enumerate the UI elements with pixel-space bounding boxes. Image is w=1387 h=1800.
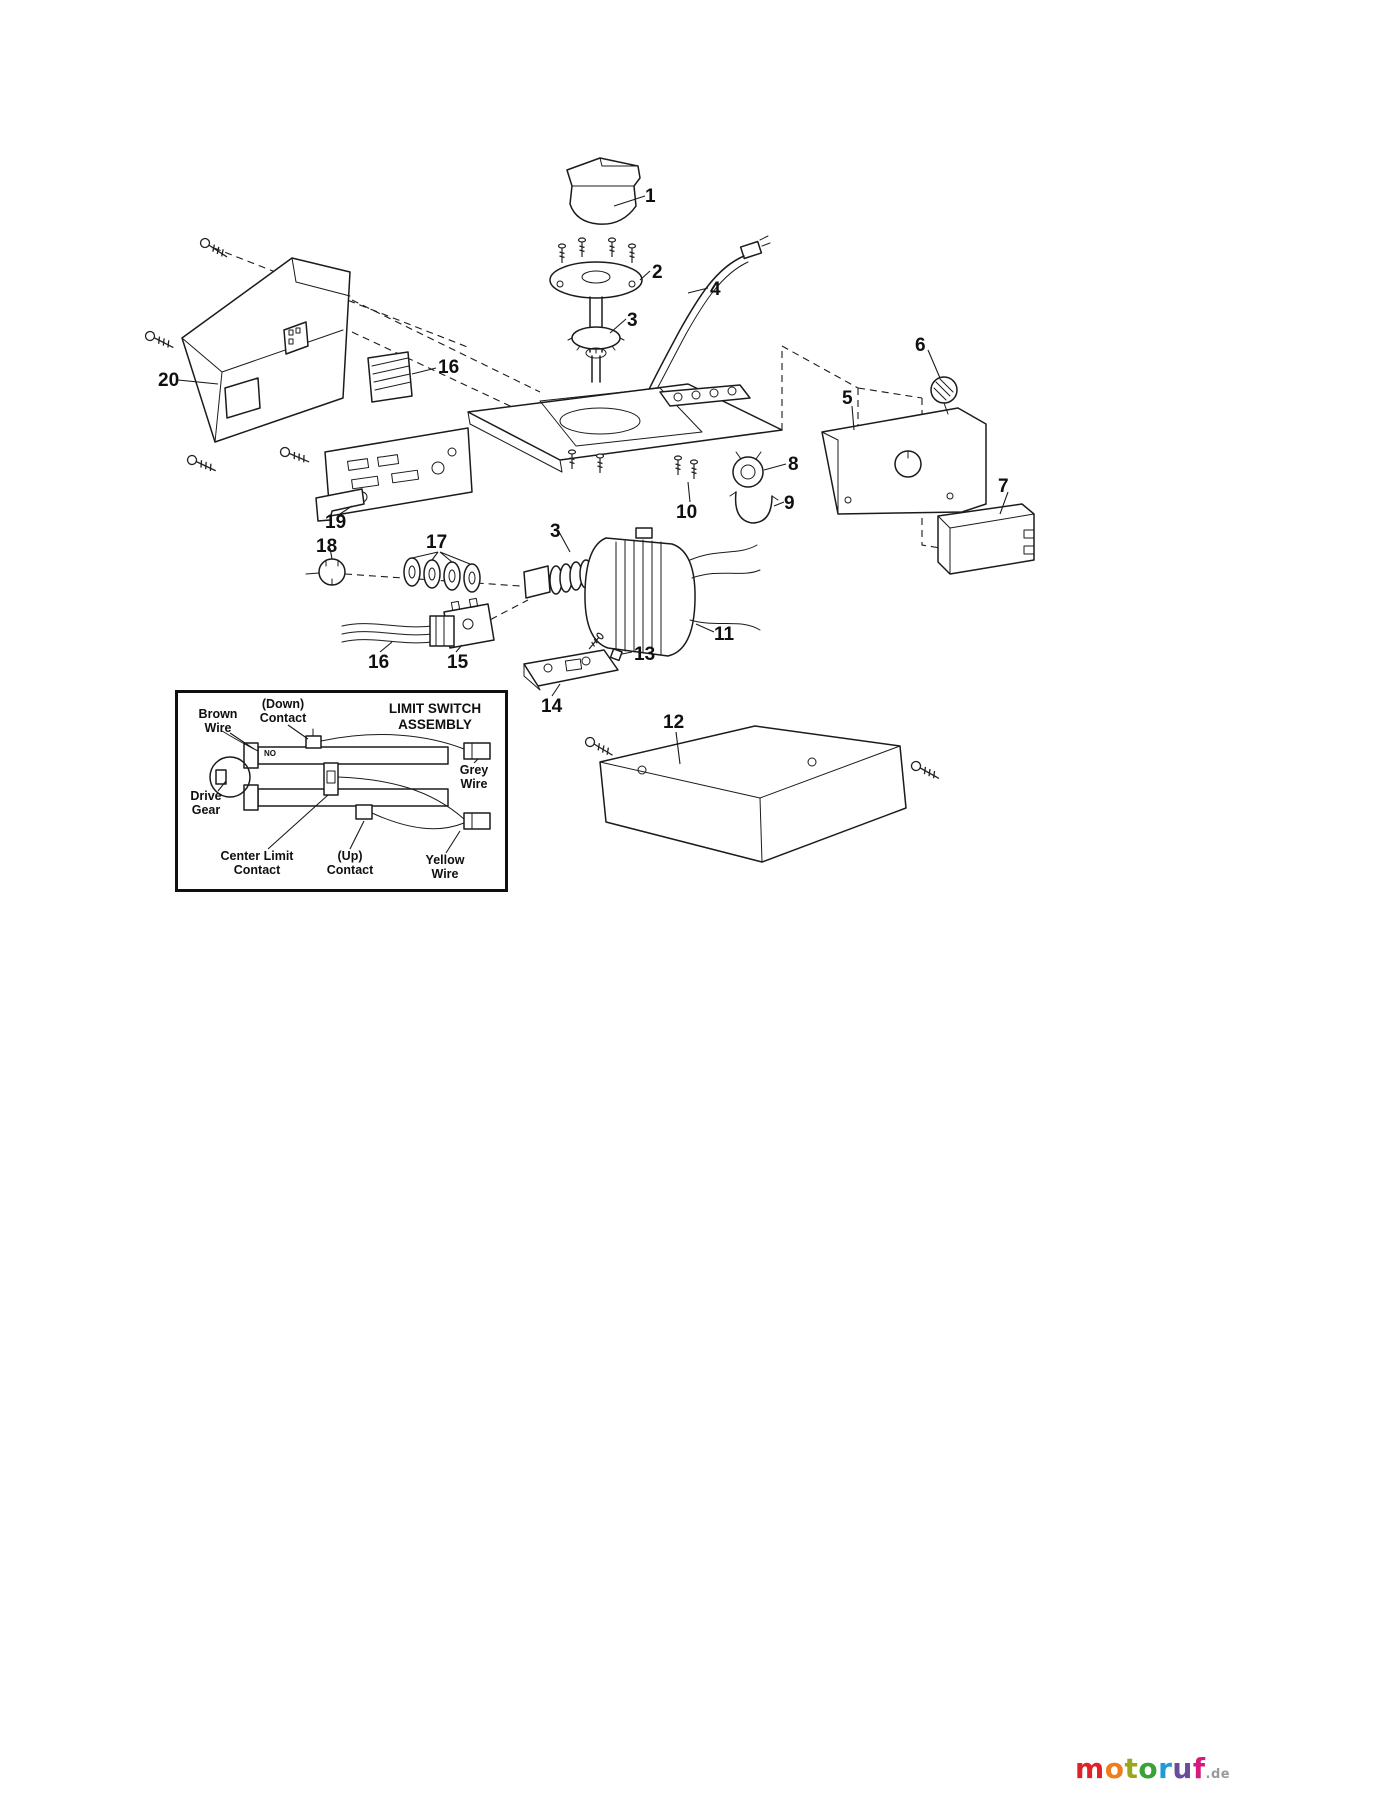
part-8-capacitor — [732, 451, 787, 488]
part-12-lens-cover — [583, 725, 943, 863]
part-3-drive-gear — [567, 318, 627, 383]
callout-8: 8 — [788, 454, 799, 475]
logo-tld: .de — [1205, 1767, 1231, 1782]
inset-label-down-contact: (Down) Contact — [259, 697, 307, 726]
callout-15: 15 — [447, 652, 469, 673]
part-14-bracket — [523, 649, 619, 697]
part-6-knob — [927, 349, 958, 415]
callout-12: 12 — [663, 712, 685, 733]
inset-label-yellow-wire: Yellow Wire — [425, 853, 465, 882]
diagram-art — [143, 157, 1035, 863]
callout-17: 17 — [426, 532, 448, 553]
inset-label-drive-gear: Drive Gear — [190, 789, 222, 818]
callout-16a: 16 — [438, 357, 460, 378]
callout-5: 5 — [842, 388, 853, 409]
brand-logo[interactable]: motoruf.de — [1075, 1752, 1230, 1785]
part-11-motor — [584, 527, 761, 657]
limit-switch-inset-box: LIMIT SWITCH ASSEMBLY Brown Wire (Down) … — [175, 690, 508, 892]
callout-3: 3 — [627, 310, 638, 331]
callout-19: 19 — [325, 512, 347, 533]
limit-switch-art — [209, 724, 491, 854]
inset-label-no-marking: NO — [264, 749, 276, 758]
callout-18: 18 — [316, 536, 338, 557]
part-9-clamp — [729, 491, 785, 524]
callout-3b: 3 — [550, 521, 561, 542]
chassis-plate — [467, 383, 783, 474]
inset-label-up-contact: (Up) Contact — [326, 849, 374, 878]
part-18-end-cap — [305, 547, 346, 586]
part-16-wire-harness — [341, 615, 455, 653]
callout-20: 20 — [158, 370, 180, 391]
part-20-end-cover — [143, 236, 351, 474]
part-5-side-panel — [821, 405, 987, 515]
logo-letters: motoruf — [1075, 1752, 1206, 1785]
inset-label-center-limit-contact: Center Limit Contact — [220, 849, 294, 878]
part-17-washers — [403, 551, 481, 593]
inset-label-brown-wire: Brown Wire — [198, 707, 238, 736]
part-15-switch — [443, 597, 495, 653]
inset-title: LIMIT SWITCH ASSEMBLY — [388, 701, 482, 732]
callout-7: 7 — [998, 476, 1009, 497]
inset-label-grey-wire: Grey Wire — [459, 763, 489, 792]
callout-1: 1 — [645, 186, 656, 207]
callout-4: 4 — [710, 279, 721, 300]
part-7-bracket — [937, 491, 1035, 575]
callout-11: 11 — [714, 624, 735, 645]
part-4-power-cord — [644, 235, 771, 399]
callout-13: 13 — [634, 644, 656, 665]
callout-6: 6 — [915, 335, 926, 356]
callout-2: 2 — [652, 262, 663, 283]
part-13-screw-nut — [585, 631, 633, 662]
callout-14: 14 — [541, 696, 563, 717]
callout-9: 9 — [784, 493, 795, 514]
part-1-lamp-socket-cover — [566, 157, 646, 225]
callout-10: 10 — [676, 502, 698, 523]
part-19-circuit-board — [315, 427, 473, 522]
part-10-screws — [673, 455, 699, 503]
part-2-flange — [549, 237, 651, 353]
part-16-ribbon-cable — [367, 351, 437, 403]
callout-16b: 16 — [368, 652, 390, 673]
